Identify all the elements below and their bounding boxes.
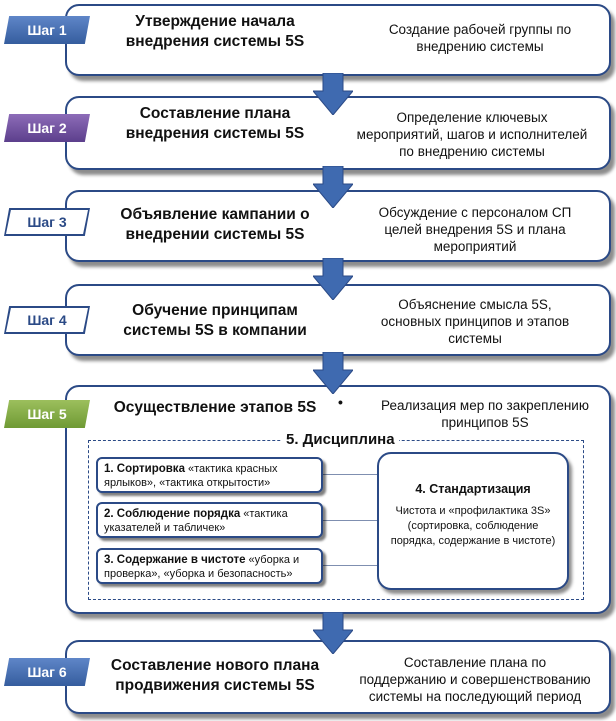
arrow-2-3 (313, 166, 353, 208)
discipline-item-3: 3. Содержание в чистоте «уборка и провер… (96, 548, 323, 584)
step-4-badge: Шаг 4 (4, 306, 90, 334)
discipline-item-2-text: «тактика указателей и табличек» (104, 508, 288, 534)
step-3-desc: Обсуждение с персоналом СП целей внедрен… (378, 205, 572, 254)
discipline-item-2: 2. Соблюдение порядка «тактика указателе… (96, 502, 323, 538)
step-4-card (65, 284, 611, 356)
discipline-title: 5. Дисциплина (282, 431, 399, 448)
connector-1 (323, 474, 381, 475)
step-2-badge: Шаг 2 (4, 114, 90, 142)
discipline-item-1-label: 1. Сортировка (104, 463, 185, 475)
step-6-desc: Составление плана по поддержанию и совер… (359, 655, 591, 704)
step-3-badge: Шаг 3 (4, 208, 90, 236)
arrow-3-4 (313, 258, 353, 300)
discipline-item-1: 1. Сортировка «тактика красных ярлыков»,… (96, 457, 323, 493)
step-1-title: Утверждение начала внедрения системы 5S (125, 13, 305, 50)
discipline-item-2-label: 2. Соблюдение порядка (104, 508, 241, 520)
arrow-5-6 (313, 612, 353, 654)
step-5-title: Осуществление этапов 5S (113, 399, 317, 416)
step-6-card (65, 640, 611, 714)
discipline-item-1-text: «тактика красных ярлыков», «тактика откр… (104, 463, 278, 489)
step-1-desc: Создание рабочей группы по внедрению сис… (388, 22, 572, 54)
step-5-bullet: • (338, 394, 343, 410)
step-6-badge: Шаг 6 (4, 658, 90, 686)
step-1-badge: Шаг 1 (4, 16, 90, 44)
step-5-desc: Реализация мер по закреплению принципов … (381, 398, 589, 430)
step-3-badge-label: Шаг 3 (6, 210, 88, 234)
step-6-title: Составление нового плана продвижения сис… (110, 657, 320, 694)
step-4-badge-label: Шаг 4 (6, 308, 88, 332)
step-5-badge: Шаг 5 (4, 400, 90, 428)
step-3-title: Объявление кампании о внедрении системы … (120, 206, 310, 243)
discipline-item-3-text: «уборка и проверка», «уборка и безопасно… (104, 554, 300, 580)
connector-2 (323, 520, 381, 521)
standardization-title: 4. Стандартизация (415, 482, 531, 496)
step-2-title: Составление плана внедрения системы 5S (125, 105, 305, 142)
arrow-4-5 (313, 352, 353, 394)
step-2-desc: Определение ключевых мероприятий, шагов … (356, 110, 588, 159)
standardization-text: Чистота и «профилактика 3S» (сортировка,… (390, 505, 556, 547)
standardization-box: 4. Стандартизация Чистота и «профилактик… (377, 452, 569, 590)
step-4-title: Обучение принципам системы 5S в компании (123, 302, 307, 339)
step-1-card (65, 4, 611, 76)
step-4-desc: Объяснение смысла 5S, основных принципов… (380, 297, 570, 346)
discipline-item-3-label: 3. Содержание в чистоте (104, 554, 246, 566)
arrow-1-2 (313, 73, 353, 115)
connector-3 (323, 565, 381, 566)
